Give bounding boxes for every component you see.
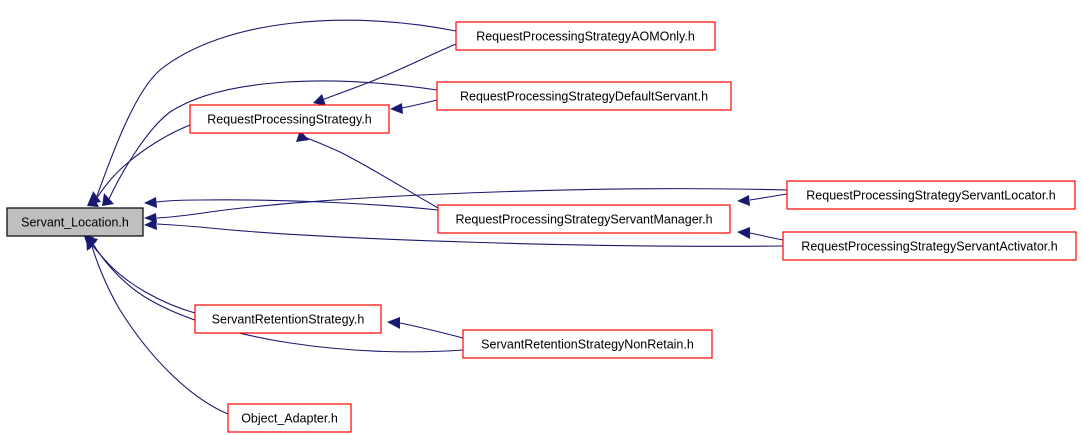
edge-nonretain-to-servant-location: [87, 237, 464, 353]
node-label-request-processing-strategy: RequestProcessingStrategy.h: [207, 112, 371, 126]
node-servant-retention-strategy-non-retain[interactable]: ServantRetentionStrategyNonRetain.h: [462, 329, 713, 359]
node-label-servant-locator: RequestProcessingStrategyServantLocator.…: [806, 188, 1055, 202]
node-layer: Servant_Location.h RequestProcessingStra…: [6, 21, 1077, 433]
edge-layer: [84, 19, 788, 415]
node-label-servant-manager: RequestProcessingStrategyServantManager.…: [455, 212, 712, 226]
edge-aomonly-to-rps: [313, 43, 457, 106]
edge-nonretain-to-srs: [387, 317, 464, 339]
edge-servantmanager-to-rps: [296, 130, 439, 209]
node-servant-retention-strategy[interactable]: ServantRetentionStrategy.h: [194, 304, 382, 334]
edge-rps-to-servant-location: [87, 124, 191, 207]
node-label-servant-activator: RequestProcessingStrategyServantActivato…: [801, 239, 1057, 253]
edge-servantactivator-to-servant-location: [144, 219, 784, 247]
node-label-object-adapter: Object_Adapter.h: [241, 411, 338, 425]
edge-object-adapter-to-servant-location: [86, 238, 229, 415]
node-request-processing-strategy-default-servant[interactable]: RequestProcessingStrategyDefaultServant.…: [436, 81, 732, 111]
edge-defaultservant-to-rps: [390, 99, 438, 114]
node-object-adapter[interactable]: Object_Adapter.h: [227, 403, 352, 433]
node-request-processing-strategy-servant-manager[interactable]: RequestProcessingStrategyServantManager.…: [437, 204, 731, 234]
edge-servantactivator-to-servantmanager: [737, 227, 784, 241]
node-request-processing-strategy[interactable]: RequestProcessingStrategy.h: [189, 104, 390, 134]
node-request-processing-strategy-servant-activator[interactable]: RequestProcessingStrategyServantActivato…: [782, 231, 1077, 261]
node-label-default-servant: RequestProcessingStrategyDefaultServant.…: [460, 89, 708, 103]
node-label-servant-location: Servant_Location.h: [21, 215, 129, 229]
edge-servantmanager-to-servant-location: [144, 197, 439, 211]
node-label-non-retain: ServantRetentionStrategyNonRetain.h: [481, 337, 694, 351]
node-request-processing-strategy-aomonly[interactable]: RequestProcessingStrategyAOMOnly.h: [455, 21, 716, 51]
edge-srs-to-servant-location: [84, 236, 196, 314]
node-servant-location[interactable]: Servant_Location.h: [6, 207, 144, 237]
edge-servantlocator-to-servantmanager: [737, 193, 788, 206]
edge-defaultservant-to-servant-location: [102, 80, 438, 206]
node-label-servant-retention-strategy: ServantRetentionStrategy.h: [212, 312, 365, 326]
node-label-aomonly: RequestProcessingStrategyAOMOnly.h: [476, 29, 695, 43]
node-request-processing-strategy-servant-locator[interactable]: RequestProcessingStrategyServantLocator.…: [786, 180, 1076, 210]
